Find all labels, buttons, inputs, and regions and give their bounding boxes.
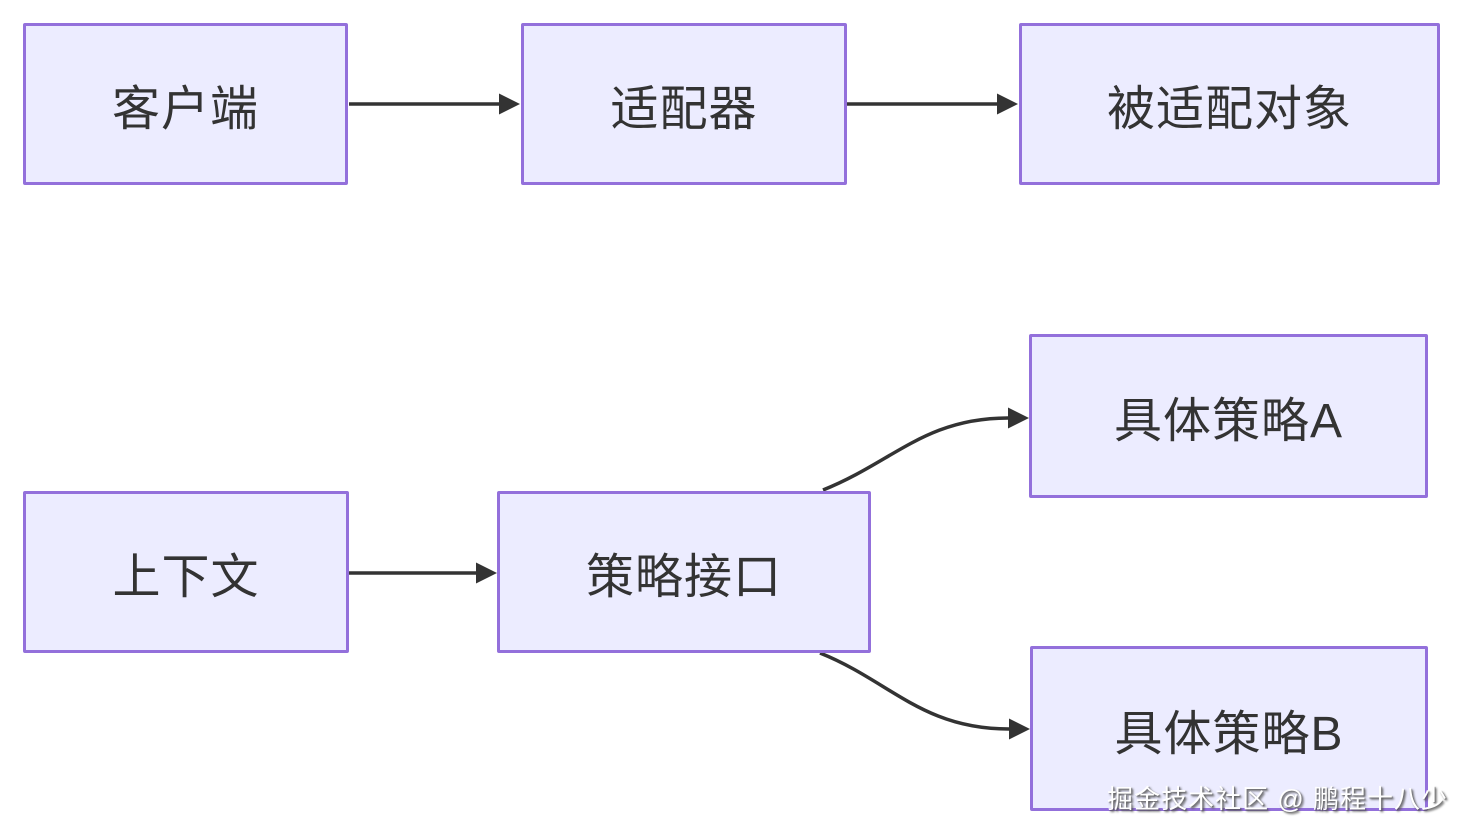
node-strategy-b-label: 具体策略B: [1114, 707, 1344, 761]
arrowhead-icon: [1009, 718, 1030, 740]
edge-adapter-adaptee: [847, 93, 1018, 115]
node-adapter-label: 适配器: [610, 83, 758, 136]
arrowhead-icon: [1008, 407, 1029, 429]
node-strategy-a: 具体策略A: [1029, 334, 1428, 498]
edge-strategy-interface-strategy-a: [822, 407, 1029, 492]
node-context: 上下文: [23, 491, 349, 653]
arrowhead-icon: [499, 93, 520, 115]
node-strategy-b: 具体策略B: [1030, 646, 1428, 811]
node-strategy-interface-label: 策略接口: [585, 551, 782, 604]
watermark: 掘金技术社区 @ 鹏程十八少: [1107, 784, 1448, 814]
node-adaptee: 被适配对象: [1019, 23, 1440, 185]
arrowhead-icon: [997, 93, 1018, 115]
node-client: 客户端: [23, 23, 348, 185]
edge-strategy-interface-strategy-a-line: [822, 416, 1009, 492]
arrowhead-icon: [476, 562, 497, 584]
node-strategy-a-label: 具体策略A: [1113, 395, 1344, 448]
node-context-label: 上下文: [112, 551, 260, 604]
node-adaptee-label: 被适配对象: [1106, 83, 1352, 136]
node-adapter: 适配器: [521, 23, 847, 185]
edge-client-adapter: [349, 93, 520, 115]
edge-strategy-interface-strategy-b: [819, 651, 1030, 740]
node-client-label: 客户端: [111, 83, 259, 136]
edge-context-strategy-interface: [347, 562, 497, 584]
edge-strategy-interface-strategy-b-line: [819, 651, 1010, 731]
node-strategy-interface: 策略接口: [497, 491, 871, 653]
